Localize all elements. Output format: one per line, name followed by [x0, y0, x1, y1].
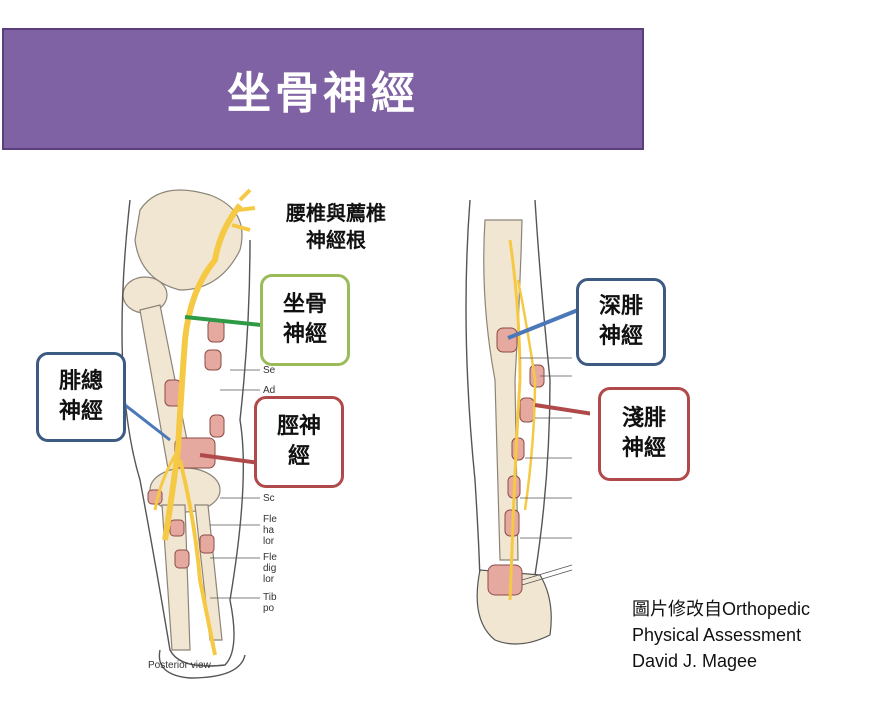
roots-label: 腰椎與薦椎 神經根: [272, 200, 400, 254]
credit-line: Physical Assessment: [632, 625, 802, 646]
side-label: ha: [263, 525, 275, 536]
side-label: Fle: [263, 514, 277, 525]
side-label: po: [263, 603, 275, 614]
image-credit: 圖片修改自Orthopedic Physical Assessment Davi…: [632, 596, 810, 674]
credit-line: 圖片修改自Orthopedic: [632, 599, 811, 619]
callout-line: 神經: [282, 322, 327, 347]
callout-deep-peroneal-nerve: 深腓 神經: [576, 278, 666, 366]
callout-line: 腓總: [58, 369, 103, 395]
posterior-leg-illustration: Se Ad Sc Fle ha lor Fle dig lor Tib po P…: [121, 188, 281, 679]
side-label: Tib: [263, 592, 277, 603]
title-banner: 坐骨神經: [2, 28, 644, 150]
anterior-leg-illustration: [465, 199, 590, 645]
side-label: lor: [263, 574, 275, 585]
side-label: Se: [263, 365, 276, 376]
callout-line: 深腓: [598, 294, 643, 320]
side-label: Ad: [263, 385, 275, 396]
side-label: lor: [263, 536, 275, 547]
side-label: Fle: [263, 552, 277, 563]
figure-caption: Posterior view: [148, 660, 212, 671]
callout-line: 神經: [58, 399, 103, 424]
callout-line: 坐骨: [282, 292, 327, 318]
callout-line: 神經: [598, 324, 643, 349]
callout-sciatic-nerve: 坐骨 神經: [260, 274, 350, 366]
roots-label-line2: 神經根: [306, 228, 366, 252]
roots-label-line1: 腰椎與薦椎: [286, 201, 386, 225]
callout-line: 淺腓: [621, 406, 666, 432]
callout-line: 神經: [621, 436, 666, 461]
callout-common-peroneal-nerve: 腓總 神經: [36, 352, 126, 442]
credit-line: David J. Magee: [632, 651, 758, 672]
callout-tibial-nerve: 脛神 經: [254, 396, 344, 488]
callout-line: 脛神: [276, 414, 321, 440]
callout-superficial-peroneal-nerve: 淺腓 神經: [598, 387, 690, 481]
side-label: Sc: [263, 493, 275, 504]
callout-line: 經: [287, 444, 310, 469]
page-title: 坐骨神經: [227, 68, 419, 119]
side-label: dig: [263, 563, 276, 574]
